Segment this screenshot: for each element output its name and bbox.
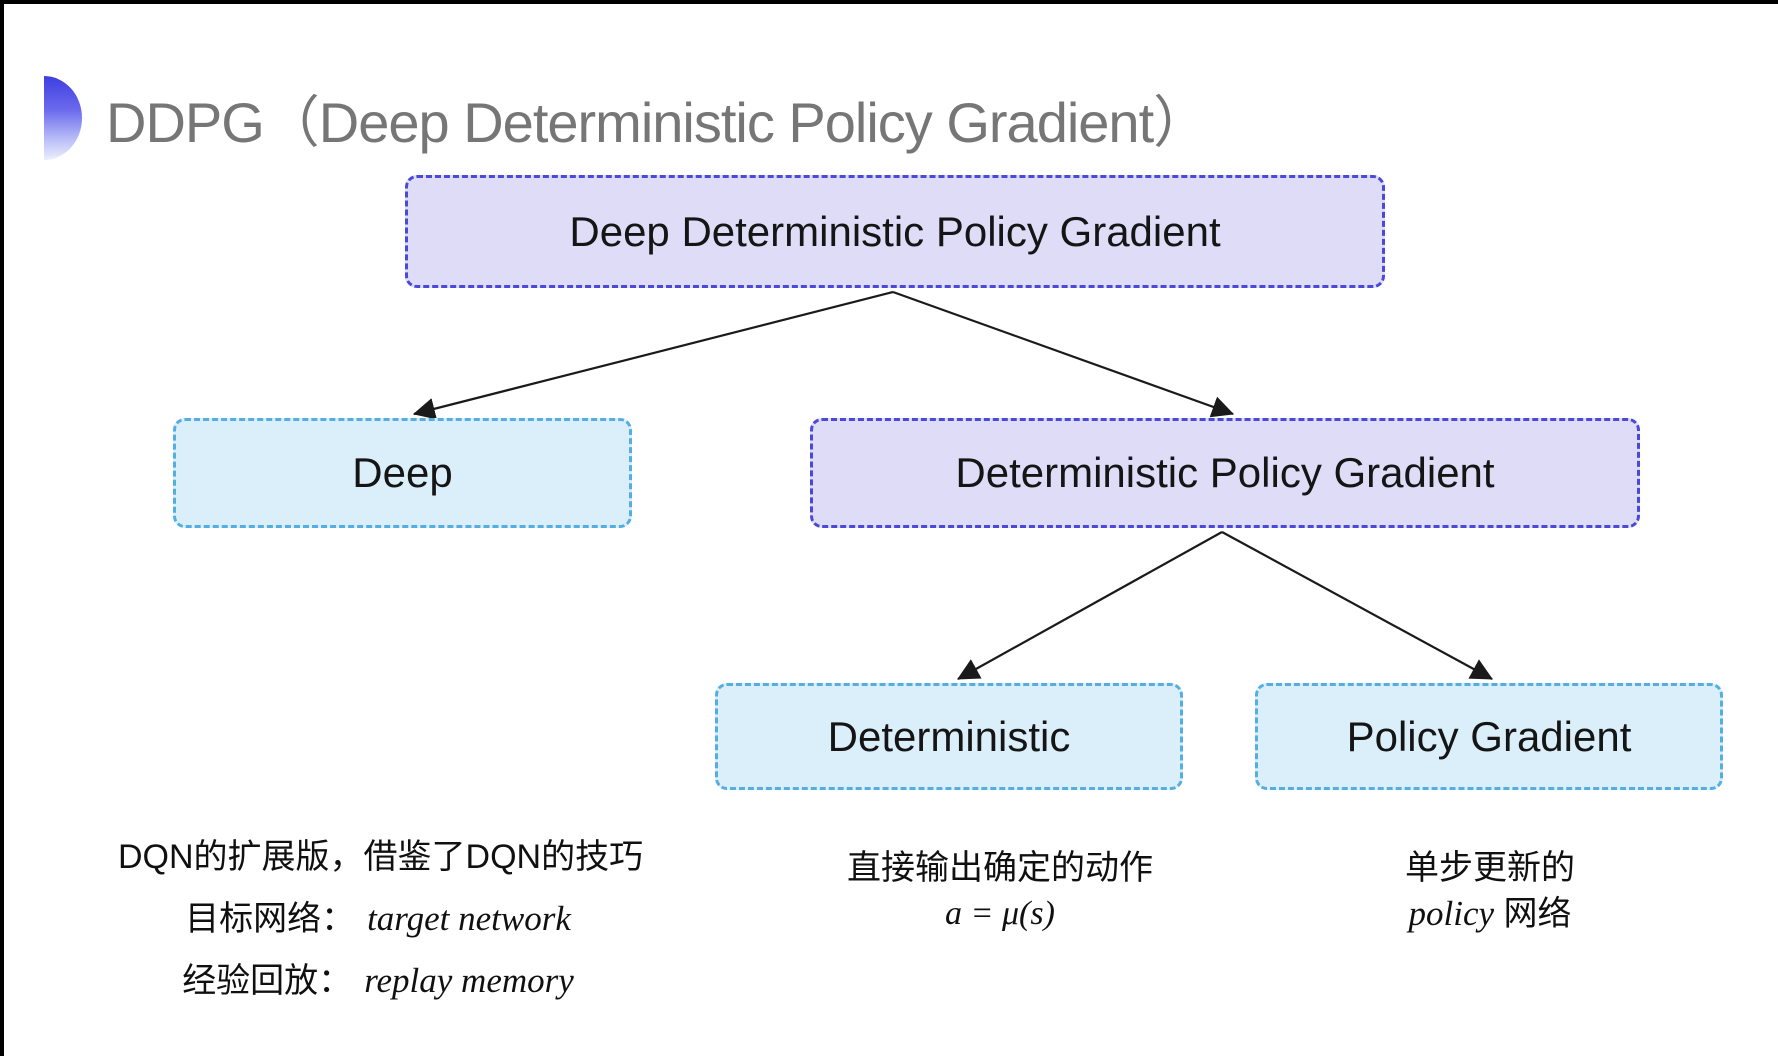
note-deep-line3-value: replay memory xyxy=(364,961,574,1000)
note-deep-line1: DQN的扩展版，借鉴了DQN的技巧 xyxy=(118,838,644,876)
title-bullet-icon xyxy=(44,76,82,160)
note-deep-line3-label: 经验回放： xyxy=(182,962,353,1000)
note-policy-gradient: 单步更新的 policy 网络 xyxy=(1290,846,1690,937)
note-deterministic-line1: 直接输出确定的动作 xyxy=(847,849,1153,887)
node-deep-label: Deep xyxy=(352,449,453,496)
node-ddpg-label: Deep Deterministic Policy Gradient xyxy=(569,207,1221,255)
note-policy-gradient-line2: policy 网络 xyxy=(1290,891,1690,937)
note-deterministic-formula: a = μ(s) xyxy=(945,895,1055,932)
node-deterministic-label: Deterministic xyxy=(827,712,1071,760)
note-deep-line2: 目标网络： target network xyxy=(118,888,638,950)
arrow-dpg-to-policy-gradient xyxy=(1221,531,1493,680)
node-deterministic: Deterministic xyxy=(715,683,1183,790)
frame-border-top xyxy=(0,0,1778,4)
slide-header: DDPG（Deep Deterministic Policy Gradient） xyxy=(44,76,1209,160)
arrow-ddpg-to-dpg xyxy=(892,290,1235,418)
note-deterministic: 直接输出确定的动作 a = μ(s) xyxy=(790,846,1210,936)
note-deep-line3: 经验回放： replay memory xyxy=(118,950,638,1012)
note-deep: DQN的扩展版，借鉴了DQN的技巧 目标网络： target network 经验… xyxy=(118,826,644,1012)
note-policy-gradient-line1: 单步更新的 xyxy=(1405,849,1575,887)
note-policy-gradient-line2-rest: 网络 xyxy=(1494,895,1572,933)
node-dpg: Deterministic Policy Gradient xyxy=(810,418,1640,528)
arrow-ddpg-to-deep xyxy=(412,290,894,420)
note-policy-gradient-line2-italic: policy xyxy=(1408,894,1495,933)
note-deep-line2-value: target network xyxy=(367,899,571,938)
page-title: DDPG（Deep Deterministic Policy Gradient） xyxy=(106,90,1209,154)
node-policy-gradient-label: Policy Gradient xyxy=(1346,712,1632,760)
node-deep: Deep xyxy=(173,418,632,528)
frame-border-left xyxy=(0,0,4,1056)
arrow-dpg-to-deterministic xyxy=(957,531,1223,680)
note-deep-line2-label: 目标网络： xyxy=(185,900,356,938)
node-ddpg: Deep Deterministic Policy Gradient xyxy=(405,175,1385,288)
node-policy-gradient: Policy Gradient xyxy=(1255,683,1723,790)
node-dpg-label: Deterministic Policy Gradient xyxy=(955,449,1495,496)
